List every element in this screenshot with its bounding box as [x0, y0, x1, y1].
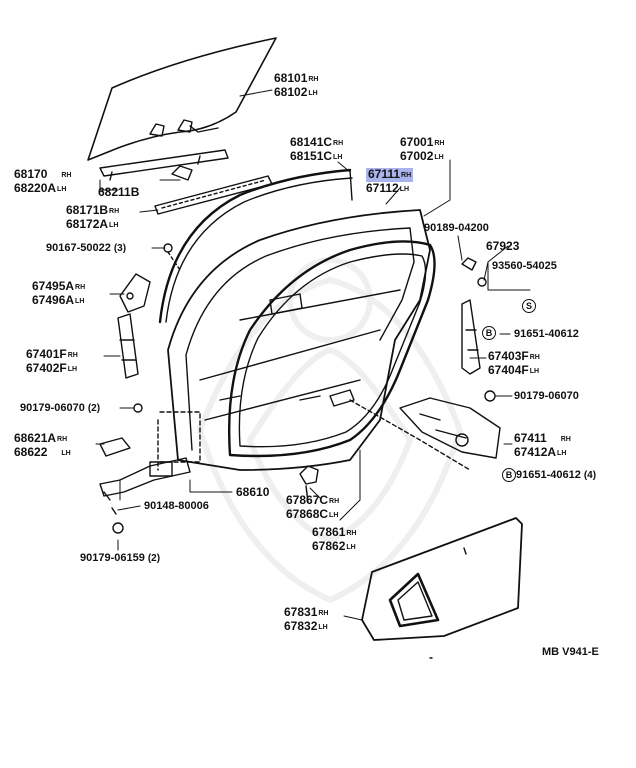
door-trim-panel [361, 517, 523, 659]
door-glass [87, 37, 277, 161]
label-68141c[interactable]: 68141CRH 68151CLH [290, 135, 344, 163]
door-weatherstrip [227, 240, 436, 458]
label-67111[interactable]: 67111RH 67112LH [366, 167, 414, 195]
label-67495a[interactable]: 67495ARH 67496ALH [32, 279, 86, 307]
label-91651-40612-b[interactable]: 91651-40612(4) [516, 469, 597, 481]
label-90148-80006[interactable]: 90148-80006 [144, 500, 209, 512]
hinge-parts [99, 243, 201, 534]
marker-s-93560: S [522, 299, 536, 313]
label-67401f[interactable]: 67401FRH 67402FLH [26, 347, 78, 375]
label-68610[interactable]: 68610 [236, 485, 270, 499]
label-90167-50022[interactable]: 90167-50022(3) [46, 242, 127, 254]
label-90179-06070-b[interactable]: 90179-06070 [514, 390, 579, 402]
label-67867c[interactable]: 67867CRH 67868CLH [286, 493, 340, 521]
label-68171b[interactable]: 68171BRH 68172ALH [66, 203, 120, 231]
door-frame [167, 209, 431, 471]
leader-lines [95, 89, 531, 621]
belt-weatherstrip [154, 175, 273, 215]
marker-b-91651-b: B [502, 468, 516, 482]
label-68211b[interactable]: 68211B [98, 185, 140, 199]
glass-channel [99, 149, 229, 181]
label-67861[interactable]: 67861RH 67862LH [312, 525, 357, 553]
label-67923[interactable]: 67923 [486, 239, 520, 253]
diagram-code: MB V941-E [542, 646, 599, 658]
label-90189-04200[interactable]: 90189-04200 [424, 222, 489, 234]
label-91651-40612-a[interactable]: 91651-40612 [514, 328, 579, 340]
label-90179-06070-a[interactable]: 90179-06070(2) [20, 402, 101, 414]
glass-run-channel [158, 168, 353, 324]
label-67831[interactable]: 67831RH 67832LH [284, 605, 329, 633]
marker-b-91651-a: B [482, 326, 496, 340]
label-68101[interactable]: 68101RH 68102LH [274, 71, 319, 99]
label-67001[interactable]: 67001RH 67002LH [400, 135, 445, 163]
label-90179-06159[interactable]: 90179-06159(2) [80, 552, 161, 564]
label-93560-54025[interactable]: 93560-54025 [492, 260, 557, 272]
label-67403f[interactable]: 67403FRH 67404FLH [488, 349, 540, 377]
rear-channel-and-lock [299, 257, 501, 503]
